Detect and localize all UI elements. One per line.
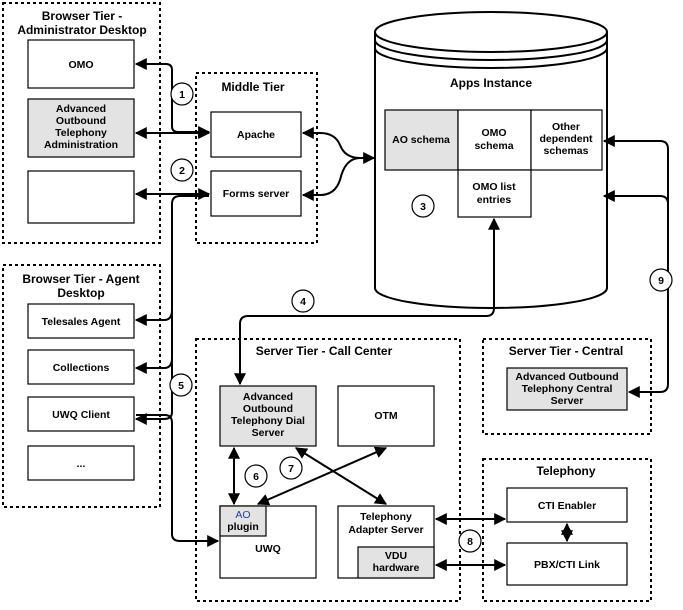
server-tier-central-container [482, 338, 652, 435]
vdu-hardware-box [357, 546, 435, 579]
svg-text:4: 4 [300, 296, 306, 308]
svg-text:3: 3 [420, 201, 426, 213]
connector-branch-telesales [134, 309, 173, 326]
marker-2: 2 [170, 158, 194, 182]
connectors [134, 58, 669, 571]
ao-plugin-box [219, 505, 267, 537]
omo-list-entries-box [457, 169, 532, 218]
collections-box [27, 349, 135, 385]
svg-text:7: 7 [288, 463, 294, 475]
marker-6: 6 [244, 464, 268, 488]
uwq-label: UWQ [255, 543, 281, 555]
cti-enabler-label: CTI Enabler [538, 500, 596, 512]
marker-9: 9 [649, 268, 673, 292]
svg-text:1: 1 [179, 89, 185, 101]
connector-apache-db [301, 127, 376, 164]
ao-administration-box [27, 98, 135, 158]
server-tier-call-center-label: Server Tier - Call Center [256, 344, 393, 358]
svg-text:8: 8 [467, 536, 473, 548]
svg-text:2: 2 [179, 165, 185, 177]
uwq-client-box [27, 396, 135, 432]
pbx-cti-link-box [506, 542, 628, 586]
ao-schema-box [384, 109, 459, 171]
connector-forms-agents [134, 195, 209, 425]
collections-label: Collections [53, 362, 110, 374]
marker-5: 5 [169, 373, 193, 397]
telephony-label: Telephony [536, 464, 595, 478]
marker-8: 8 [458, 529, 482, 553]
connector-omolist-dialserver [234, 217, 500, 386]
apache-label: Apache [237, 129, 275, 141]
connector-branch-collections [134, 357, 173, 374]
browser-tier-admin-label: Browser Tier -Administrator Desktop [17, 9, 146, 37]
connector-dial-adapter [294, 447, 388, 505]
marker-7: 7 [279, 456, 303, 480]
svg-text:6: 6 [253, 471, 259, 483]
other-schemas-box [530, 109, 603, 171]
cti-enabler-box [506, 487, 628, 523]
connector-schemas-central [602, 135, 669, 398]
otm-label: OTM [374, 410, 398, 422]
connector-forms-db [301, 157, 361, 201]
omo-box-label: OMO [68, 59, 93, 71]
pbx-cti-link-label: PBX/CTI Link [534, 559, 600, 571]
omo-box [27, 39, 135, 89]
marker-1: 1 [170, 82, 194, 106]
ao-schema-label: AO schema [392, 134, 450, 146]
ellipsis-label: ... [77, 458, 86, 470]
connector-db-central [602, 190, 669, 205]
otm-box [337, 385, 435, 447]
connector-uwqclient-uwq [136, 414, 220, 547]
marker-4: 4 [291, 289, 315, 313]
forms-server-label: Forms server [223, 188, 290, 200]
apps-instance-label: Apps Instance [450, 76, 532, 90]
svg-text:9: 9 [658, 275, 664, 287]
server-tier-central-label: Server Tier - Central [509, 344, 624, 358]
telesales-agent-label: Telesales Agent [42, 316, 121, 328]
ao-dial-server-box [219, 385, 317, 447]
forms-server-box [210, 170, 302, 217]
browser-tier-agent-container [2, 264, 161, 508]
connector-otm-plugin [256, 446, 388, 506]
middle-tier-label: Middle Tier [221, 80, 284, 94]
svg-text:5: 5 [178, 380, 184, 392]
apache-box [210, 111, 302, 158]
telesales-agent-box [27, 303, 135, 339]
ellipsis-box [27, 445, 135, 481]
uwq-client-label: UWQ Client [52, 409, 110, 421]
middle-tier-container [195, 72, 318, 244]
marker-3: 3 [411, 194, 435, 218]
admin-empty-box [27, 170, 135, 224]
telephony-container [482, 458, 652, 602]
